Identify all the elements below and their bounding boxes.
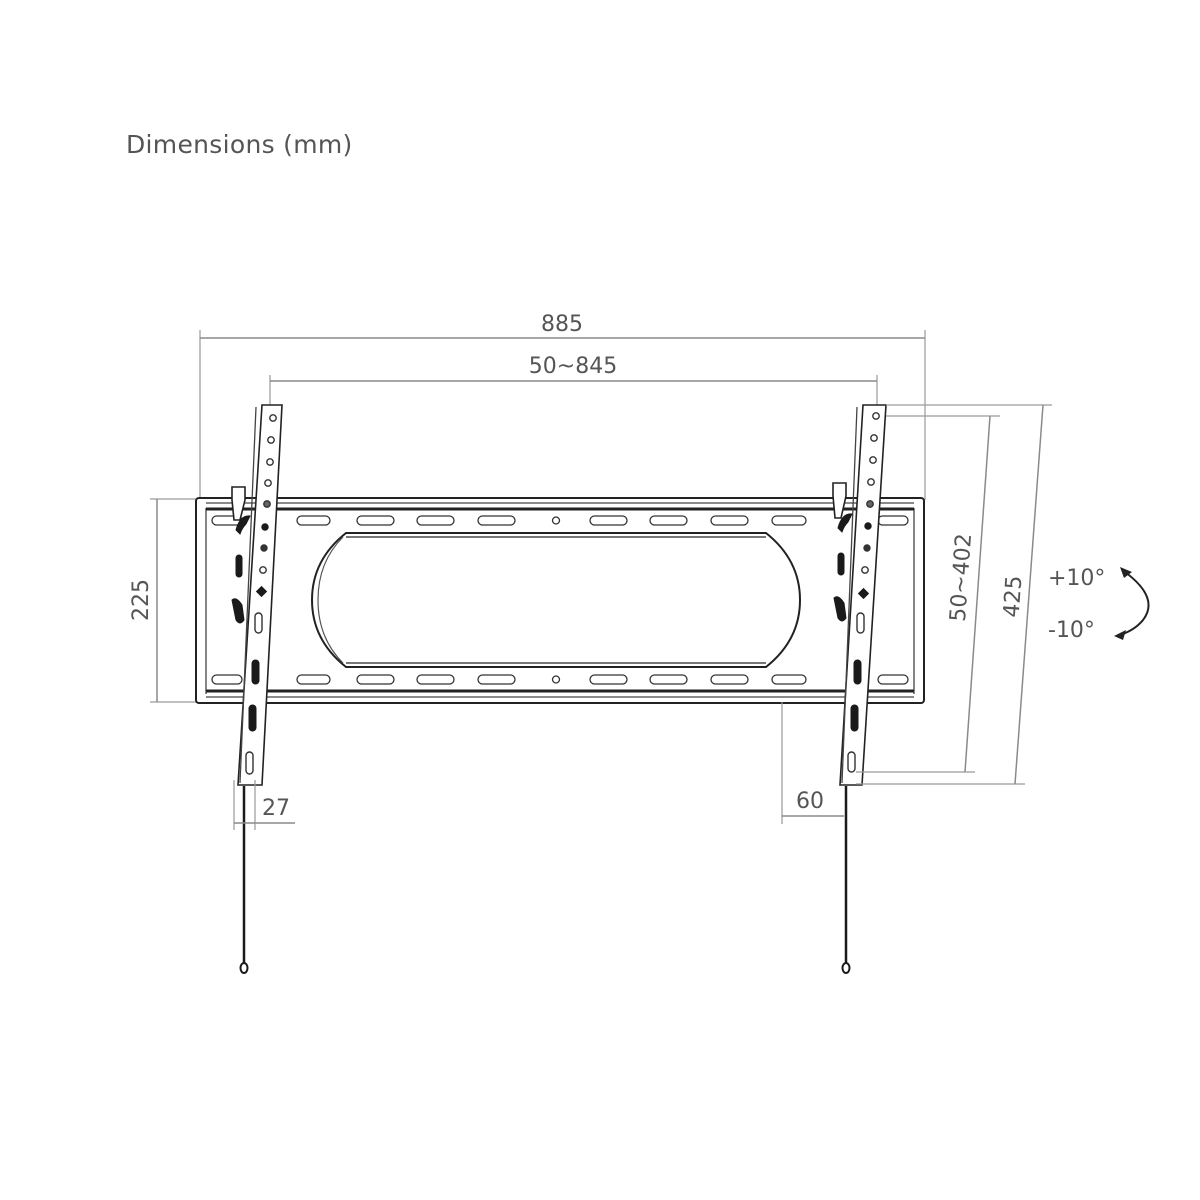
plate-height-label: 225 [129,579,154,621]
page-title: Dimensions (mm) [126,130,353,159]
overall-width-label: 885 [541,312,583,337]
tilt-indicator: +10° -10° [1048,566,1150,643]
bottom-slots [211,674,909,685]
vesa-vertical-label: 50~402 [946,533,977,623]
tilt-up-label: +10° [1048,566,1105,591]
dimension-profile-max: 60 [781,702,844,824]
right-tilt-bracket [832,404,887,974]
profile-min-label: 27 [262,796,290,821]
dimension-profile-min: 27 [233,780,295,830]
bracket-length-label: 425 [1000,575,1028,619]
left-tilt-bracket [231,404,283,974]
dimension-plate-height: 225 [129,498,200,703]
dimension-bracket-length: 425 [856,404,1052,785]
wall-plate [195,497,925,704]
dimension-vesa-horizontal: 50~845 [269,354,878,410]
center-cutout [310,532,802,668]
profile-max-label: 60 [796,789,824,814]
tilt-down-label: -10° [1048,618,1095,643]
vesa-horizontal-label: 50~845 [529,354,617,379]
dimension-vesa-vertical: 50~402 [856,415,1000,773]
dimension-overall-width: 885 [199,312,926,500]
tilt-arc-icon [1119,571,1150,636]
